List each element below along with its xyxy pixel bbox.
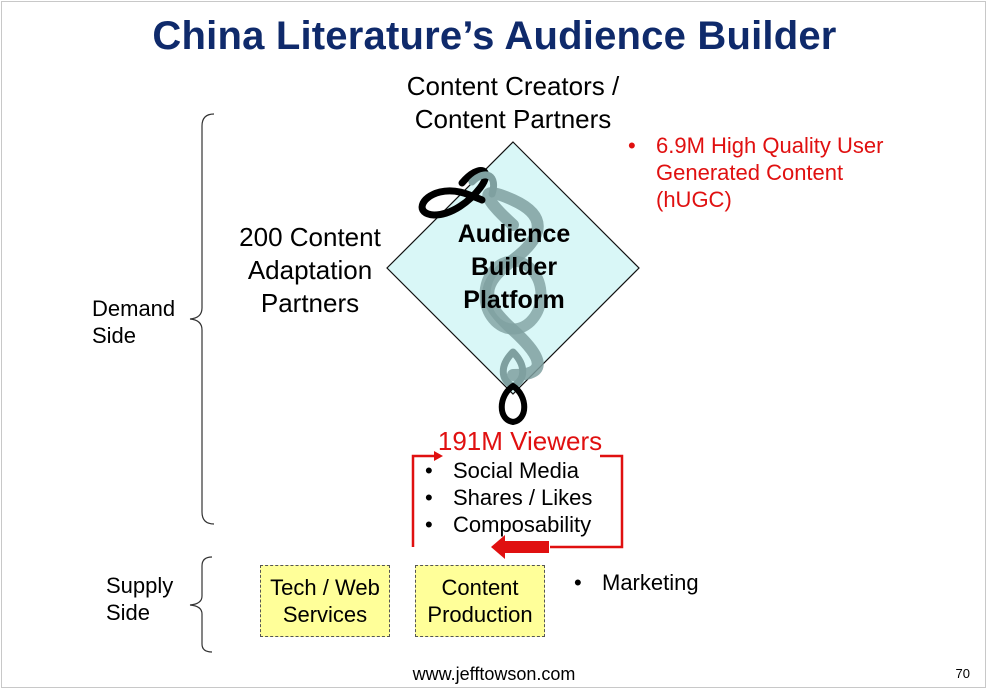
loop-arrowhead-top (434, 451, 443, 461)
slide-title: China Literature’s Audience Builder (152, 14, 837, 58)
supply-brace (189, 556, 213, 653)
knot-icon (418, 167, 547, 426)
supply-side-label: Supply Side (106, 573, 174, 625)
page-number: 70 (955, 666, 970, 681)
loop-arrowhead-left (491, 535, 505, 559)
platform-label: Audience Builder Platform (457, 220, 571, 314)
loop-arrow-body (505, 541, 549, 553)
marketing-bullet: • Marketing (574, 570, 699, 595)
list-item: • Composability (425, 512, 592, 537)
footer-url: www.jefftowson.com (412, 664, 576, 684)
demand-brace (189, 113, 215, 525)
feedback-loop (411, 454, 624, 549)
viewers-list: • Social Media • Shares / Likes • Compos… (425, 457, 625, 538)
demand-side-label: Demand Side (92, 296, 176, 348)
hugc-bullet: • 6.9M High Quality User Generated Conte… (628, 133, 884, 212)
content-creators-label: Content Creators / Content Partners (406, 71, 620, 134)
platform-diamond (386, 141, 640, 395)
content-production-box: Content Production (415, 565, 545, 637)
list-item: • Shares / Likes (425, 485, 593, 510)
tech-web-services-box: Tech / Web Services (260, 565, 390, 637)
adaptation-partners-label: 200 Content Adaptation Partners (239, 222, 381, 318)
viewers-headline: 191M Viewers (437, 426, 603, 456)
list-item: • Social Media (425, 458, 579, 483)
